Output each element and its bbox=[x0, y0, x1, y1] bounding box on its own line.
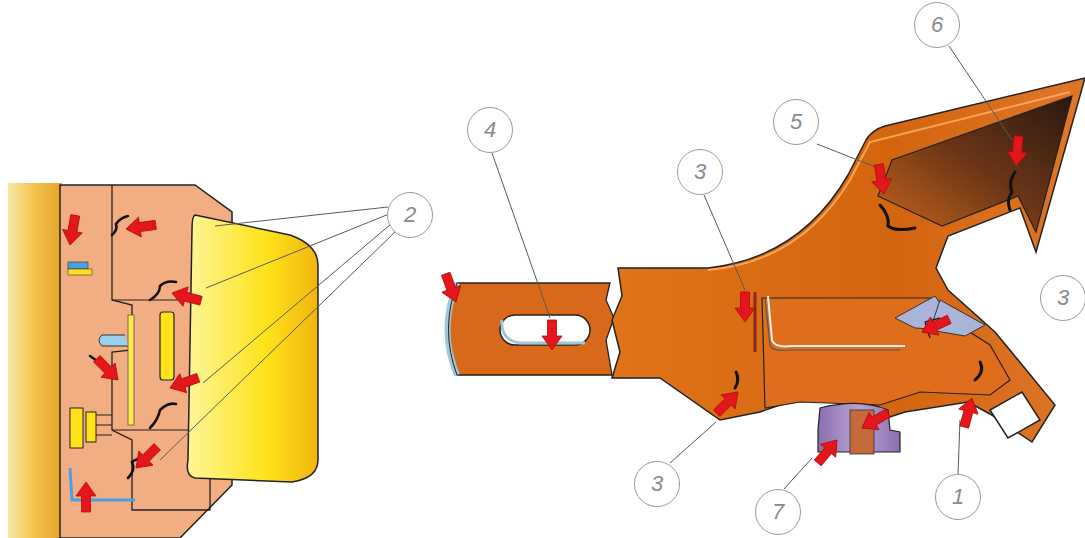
body-strip bbox=[8, 183, 62, 538]
spring-plate bbox=[768, 296, 905, 346]
callout-number: 4 bbox=[484, 119, 496, 141]
pivot-arm bbox=[762, 298, 1010, 408]
crack bbox=[90, 216, 176, 478]
callout-number: 6 bbox=[931, 14, 943, 36]
spring-plate bbox=[765, 298, 900, 350]
fastener bbox=[99, 335, 128, 346]
callout-circle: 6 bbox=[914, 2, 960, 48]
callout-circle: 3 bbox=[634, 461, 680, 507]
callout-circle: 3 bbox=[1040, 275, 1085, 321]
callout-number: 1 bbox=[952, 486, 964, 508]
callout-number: 2 bbox=[404, 204, 416, 226]
clip bbox=[160, 312, 174, 380]
leader-line bbox=[160, 207, 395, 460]
fastener bbox=[86, 412, 96, 442]
callout-circle: 7 bbox=[755, 489, 801, 535]
arm-body bbox=[612, 78, 1085, 442]
crack-line bbox=[754, 292, 757, 352]
leader-line bbox=[492, 46, 1012, 489]
callout-circle: 4 bbox=[467, 107, 513, 153]
seal bbox=[68, 269, 92, 275]
bracket-cavity bbox=[878, 96, 1072, 232]
callout-number: 3 bbox=[694, 161, 706, 183]
clip bbox=[128, 315, 134, 425]
callout-circle: 5 bbox=[773, 99, 819, 145]
callout-number: 3 bbox=[1057, 287, 1069, 309]
bumper bbox=[187, 215, 318, 482]
crack bbox=[735, 172, 1015, 388]
fastener bbox=[70, 408, 83, 448]
seal bbox=[68, 262, 88, 269]
callout-number: 3 bbox=[651, 473, 663, 495]
callout-circle: 3 bbox=[677, 149, 723, 195]
callout-number: 5 bbox=[790, 111, 802, 133]
fastener bbox=[96, 415, 112, 435]
callout-number: 7 bbox=[772, 501, 784, 523]
square-hole bbox=[990, 392, 1040, 438]
red-arrow bbox=[60, 135, 1028, 512]
slot bbox=[502, 320, 585, 343]
arm-end bbox=[449, 283, 615, 375]
callout-circle: 2 bbox=[387, 192, 433, 238]
callout-circle: 1 bbox=[935, 474, 981, 520]
